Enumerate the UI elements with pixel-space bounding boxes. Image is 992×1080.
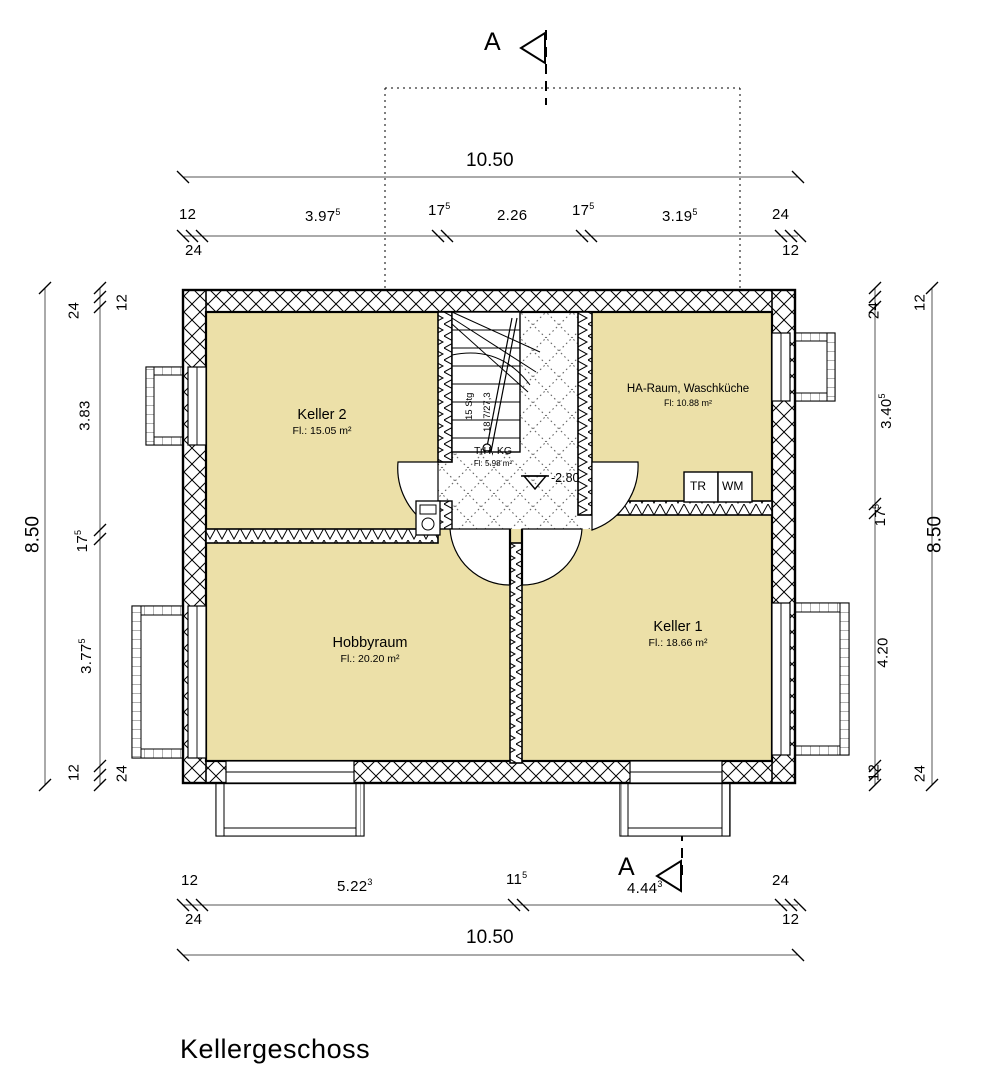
dim-left-12b: 12 (65, 763, 83, 782)
dim-top-12: 12 (179, 206, 197, 223)
room-name: TrH, KG (473, 445, 513, 457)
stair-riser-tread-label: 18,7/27,3 (482, 392, 493, 432)
dim-bot-444: 4.443 (627, 879, 663, 897)
room-name: Hobbyraum (332, 635, 408, 651)
dim-right-175: 175 (871, 503, 889, 527)
dim-top-below-12: 12 (782, 242, 800, 259)
section-marker-bottom-label: A (618, 853, 635, 881)
room-area: Fl: 10.88 m² (663, 397, 712, 408)
dim-top-24: 24 (772, 206, 790, 223)
dim-right-12b: 12 (865, 763, 883, 782)
room-label-keller1: Keller 1 Fl.: 18.66 m² (598, 620, 758, 648)
room-fills (206, 311, 778, 763)
dim-top-overall: 10.50 (466, 150, 514, 171)
dim-right-420: 4.20 (874, 637, 892, 668)
dim-right-24: 24 (865, 301, 883, 320)
dim-left-175: 175 (73, 529, 91, 553)
dim-top-397: 3.975 (305, 207, 341, 225)
section-marker-icons (519, 31, 682, 893)
dim-top-175-a: 175 (428, 201, 451, 219)
dim-left-24: 24 (65, 301, 83, 320)
staircase (451, 311, 541, 453)
dim-top-319: 3.195 (662, 207, 698, 225)
room-label-ha-raum: HA-Raum, Waschküche Fl: 10.88 m² (608, 383, 768, 408)
dim-right-24b: 24 (911, 764, 929, 783)
section-cut-line (545, 30, 683, 878)
dim-bottom-overall: 10.50 (466, 927, 514, 948)
dim-left-overall: 8.50 (22, 516, 44, 553)
interior-walls (205, 311, 773, 764)
room-area: Fl: 5.98 m² (473, 458, 513, 468)
room-area: Fl.: 15.05 m² (292, 424, 352, 437)
dim-top-175-b: 175 (572, 201, 595, 219)
light-wells (131, 332, 850, 837)
appliance-boxes (683, 471, 753, 503)
dim-bot-below-12: 12 (782, 911, 800, 928)
dim-left-12: 12 (113, 293, 131, 312)
level-marker-label: -2.80 (551, 471, 580, 485)
windows (187, 332, 791, 784)
stair-count-label: 15 Stg (464, 392, 475, 420)
dim-top-226: 2.26 (497, 207, 528, 224)
dimension-lines (44, 176, 933, 956)
appliance-label-wm: WM (722, 479, 744, 493)
room-label-keller2: Keller 2 Fl.: 15.05 m² (252, 408, 392, 436)
fixtures (415, 500, 441, 536)
room-area: Fl.: 20.20 m² (340, 652, 400, 665)
dim-left-24b: 24 (113, 764, 131, 783)
drawing-title: Kellergeschoss (180, 1034, 371, 1064)
dim-right-overall: 8.50 (924, 516, 946, 553)
dim-right-12: 12 (911, 293, 929, 312)
room-label-trh-kg: TrH, KG Fl: 5.98 m² (440, 446, 546, 468)
dim-bot-24: 24 (772, 872, 790, 889)
room-label-hobbyraum: Hobbyraum Fl.: 20.20 m² (290, 636, 450, 664)
room-name: HA-Raum, Waschküche (626, 383, 750, 395)
room-area: Fl.: 18.66 m² (648, 636, 708, 649)
dim-bot-115: 115 (506, 870, 528, 888)
dim-bot-below-24: 24 (185, 911, 203, 928)
dim-bot-12: 12 (181, 872, 199, 889)
room-name: Keller 2 (297, 407, 347, 423)
projection-lines (384, 87, 741, 290)
section-marker-top-label: A (484, 28, 501, 56)
dimension-ticks (38, 170, 939, 962)
room-name: Keller 1 (653, 619, 703, 635)
dim-left-377: 3.775 (77, 638, 95, 674)
level-marker-icon (521, 475, 549, 491)
appliance-label-tr: TR (690, 479, 706, 493)
dim-bot-522: 5.223 (337, 877, 373, 895)
dim-right-3405: 3.405 (877, 393, 895, 429)
dim-left-383: 3.83 (76, 400, 94, 431)
dim-top-below-24: 24 (185, 242, 203, 259)
doors (397, 461, 639, 586)
